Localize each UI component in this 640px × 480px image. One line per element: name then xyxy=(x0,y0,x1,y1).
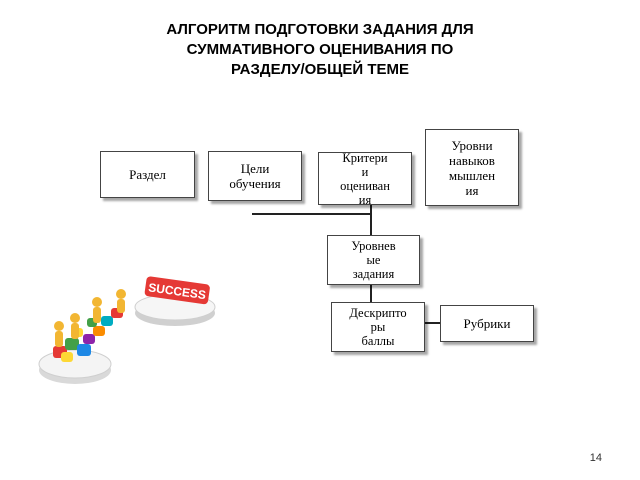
box-tseli-obucheniya: Цели обучения xyxy=(208,151,302,201)
success-illustration: SUCCESS xyxy=(35,258,220,403)
connector-horizontal xyxy=(252,213,370,215)
title-line-2: СУММАТИВНОГО ОЦЕНИВАНИЯ ПО xyxy=(186,41,454,58)
connector-vertical-mid xyxy=(370,285,372,303)
slide-title: АЛГОРИТМ ПОДГОТОВКИ ЗАДАНИЯ ДЛЯ СУММАТИВ… xyxy=(110,20,530,80)
box-deskriptory-bally: Дескрипто ры баллы xyxy=(331,302,425,352)
box-kriterii-otsenivaniya: Критери и оцениван ия xyxy=(318,152,412,205)
title-line-3: РАЗДЕЛУ/ОБЩЕЙ ТЕМЕ xyxy=(231,61,409,78)
box-urovni-navykov: Уровни навыков мышлен ия xyxy=(425,129,519,206)
box-rubriki: Рубрики xyxy=(440,305,534,342)
box-urovnevye-zadaniya: Уровнев ые задания xyxy=(327,235,420,285)
puzzle-pieces-icon xyxy=(53,308,123,362)
connector-horizontal-right xyxy=(424,322,440,324)
people-figures-icon xyxy=(54,289,126,347)
box-razdel: Раздел xyxy=(100,151,195,198)
page-number: 14 xyxy=(589,452,602,464)
connector-vertical-top xyxy=(370,205,372,235)
title-line-1: АЛГОРИТМ ПОДГОТОВКИ ЗАДАНИЯ ДЛЯ xyxy=(166,21,474,38)
